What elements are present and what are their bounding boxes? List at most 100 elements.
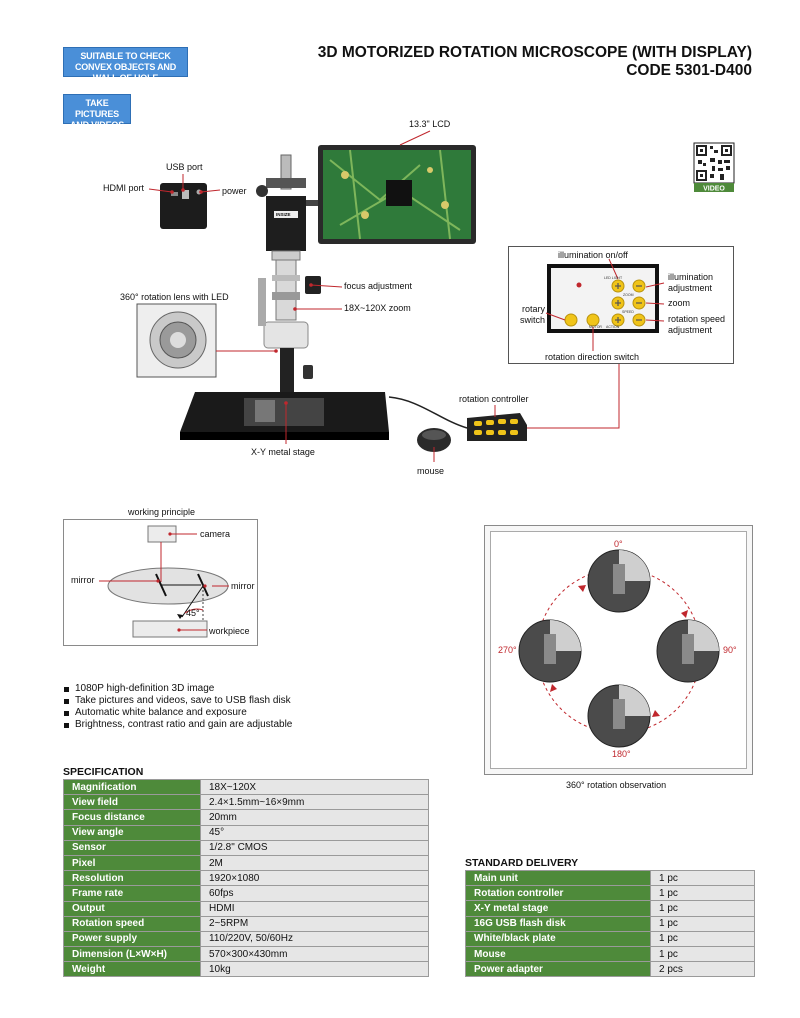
power-label: power	[222, 186, 247, 196]
spec-value: 2~5RPM	[200, 915, 429, 932]
spec-key: Rotation speed	[63, 915, 201, 932]
feature-item: Automatic white balance and exposure	[63, 707, 292, 719]
angle-0-label: 0°	[614, 539, 623, 549]
zoom-label: 18X~120X zoom	[344, 303, 411, 313]
spec-value: 18X~120X	[200, 778, 429, 796]
delivery-qty: 1 pc	[650, 885, 755, 902]
panel-motor: MOTOR	[589, 325, 602, 329]
spec-key: Dimension (L×W×H)	[63, 946, 201, 963]
spec-value: 60fps	[200, 885, 429, 902]
rotation-direction-label: rotation direction switch	[545, 352, 640, 362]
spec-key: Magnification	[63, 778, 201, 796]
angle-label: 45°	[186, 608, 200, 618]
angle-180-label: 180°	[612, 749, 631, 759]
illumination-onoff-label: illumination on/off	[558, 250, 628, 260]
delivery-qty: 1 pc	[650, 930, 755, 947]
focus-adjustment-label: focus adjustment	[344, 281, 413, 291]
delivery-qty: 1 pc	[650, 869, 755, 887]
delivery-item: Mouse	[465, 945, 651, 963]
delivery-item: Power adapter	[465, 961, 651, 978]
panel-led-light: LED LIGHT	[604, 276, 623, 280]
delivery-qty: 1 pc	[650, 945, 755, 963]
lens-inset	[136, 303, 217, 378]
illumination-adjustment-label: illumination adjustment	[668, 272, 714, 293]
rotation-lens-label: 360° rotation lens with LED	[120, 292, 229, 302]
lcd-monitor	[318, 145, 476, 244]
zoom-control-label: zoom	[668, 298, 691, 308]
delivery-qty: 1 pc	[650, 900, 755, 917]
rotation-view-90	[656, 619, 720, 683]
xy-stage-label: X-Y metal stage	[251, 447, 315, 457]
page-title: 3D MOTORIZED ROTATION MICROSCOPE (WITH D…	[317, 44, 752, 61]
rotation-observation-panel: 0° 90° 180° 270°	[484, 525, 753, 775]
spec-key: Frame rate	[63, 885, 201, 902]
xy-metal-stage	[180, 392, 389, 440]
panel-action: ACTION	[606, 325, 620, 329]
principle-drawing	[99, 525, 229, 638]
spec-value: 1/2.8" CMOS	[200, 839, 429, 856]
rotation-controller-device	[467, 413, 527, 441]
panel-zoom: ZOOM	[623, 293, 634, 297]
rotation-controller-label: rotation controller	[459, 394, 529, 404]
workpiece-label: workpiece	[209, 626, 250, 636]
rotation-caption: 360° rotation observation	[566, 780, 667, 790]
brand-logo: INSIZE	[276, 212, 291, 217]
badge-pictures: TAKE PICTURES AND VIDEOS	[63, 94, 131, 130]
hdmi-port-label: HDMI port	[103, 183, 145, 193]
spec-value: HDMI	[200, 900, 429, 917]
microscope-body	[256, 154, 321, 396]
mirror-left-label: mirror	[71, 575, 95, 585]
callout-lines	[148, 130, 496, 462]
delivery-item: White/black plate	[465, 930, 651, 947]
rotation-view-180	[587, 684, 651, 748]
controller-panel-drawing	[545, 258, 665, 351]
mouse-icon	[417, 428, 451, 452]
feature-item: Take pictures and videos, save to USB fl…	[63, 695, 292, 707]
spec-value: 2M	[200, 854, 429, 872]
product-code: CODE 5301-D400	[626, 62, 752, 79]
spec-key: Resolution	[63, 870, 201, 887]
badge-convex: SUITABLE TO CHECK CONVEX OBJECTS AND WAL…	[63, 47, 188, 83]
spec-value: 45°	[200, 824, 429, 841]
qr-video-label: VIDEO	[703, 186, 725, 193]
spec-key: Weight	[63, 961, 201, 978]
specification-title: SPECIFICATION	[63, 766, 144, 778]
delivery-item: Main unit	[465, 869, 651, 887]
spec-key: View field	[63, 794, 201, 811]
mouse-label: mouse	[417, 466, 445, 476]
spec-value: 570×300×430mm	[200, 946, 429, 963]
delivery-item: 16G USB flash disk	[465, 915, 651, 932]
table-row: Dimension (L×W×H)570×300×430mm	[63, 946, 429, 963]
angle-90-label: 90°	[723, 645, 737, 655]
spec-value: 20mm	[200, 809, 429, 826]
camera-label: camera	[200, 529, 231, 539]
delivery-title: STANDARD DELIVERY	[465, 857, 579, 869]
feature-item: Brightness, contrast ratio and gain are …	[63, 719, 292, 731]
spec-value: 10kg	[200, 961, 429, 978]
delivery-qty: 2 pcs	[650, 961, 755, 978]
panel-speed: SPEED	[622, 310, 634, 314]
spec-key: View angle	[63, 824, 201, 841]
angle-270-label: 270°	[498, 645, 517, 655]
mirror-right-label: mirror	[231, 581, 255, 591]
rotation-drawing	[518, 549, 720, 748]
rotary-switch-label: rotary switch	[519, 304, 545, 325]
